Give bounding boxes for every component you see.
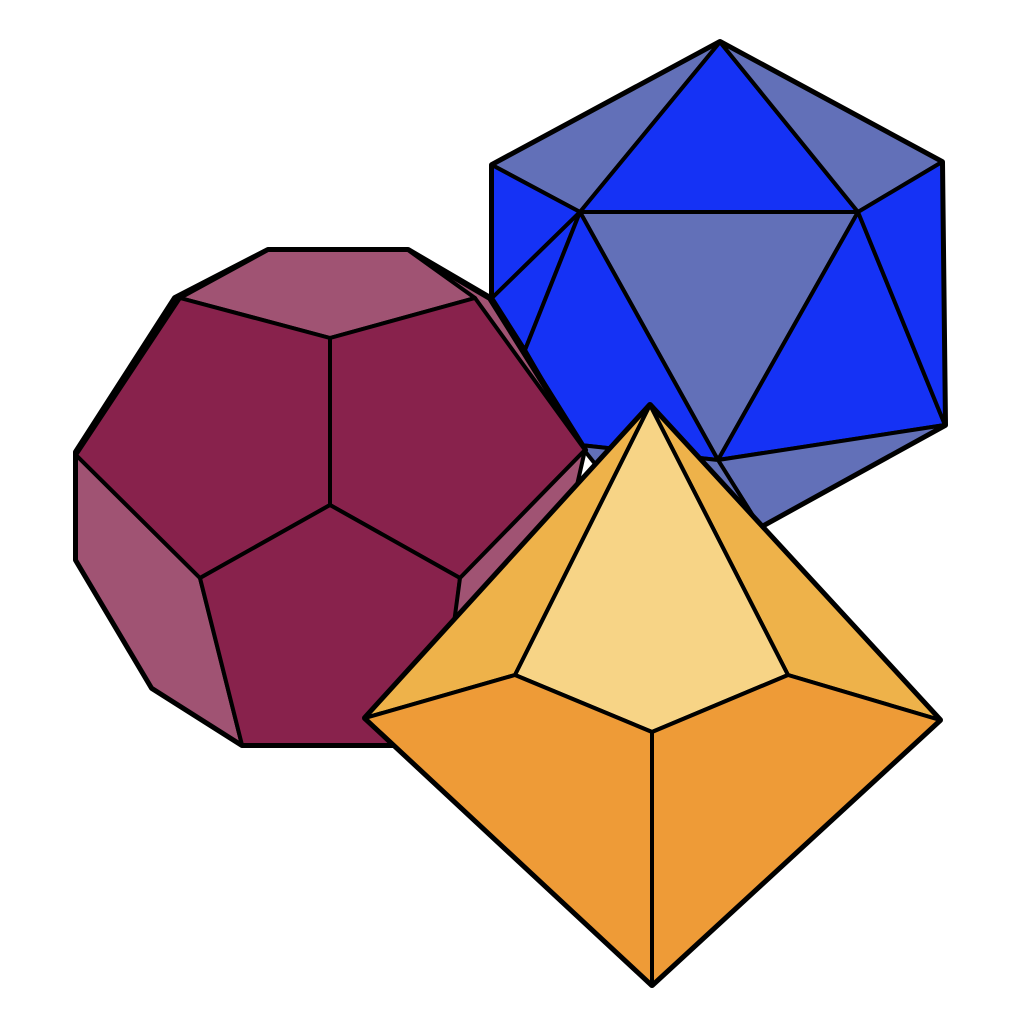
icosahedron-face-right	[856, 160, 947, 427]
octahedron	[362, 402, 943, 988]
octahedron-face-lower-left	[363, 673, 654, 987]
octahedron-face-lower-right	[650, 673, 942, 987]
